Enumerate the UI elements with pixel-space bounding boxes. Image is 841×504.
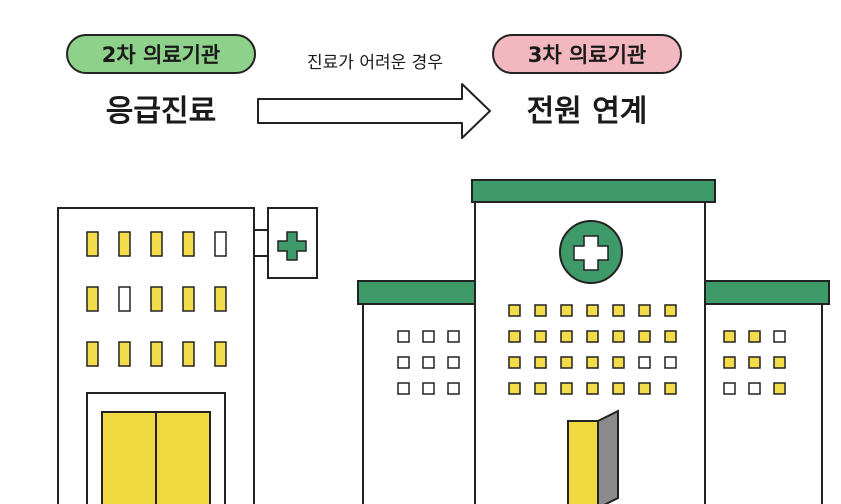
window (773, 382, 786, 395)
window (534, 330, 547, 343)
window (638, 382, 651, 395)
window (397, 356, 410, 369)
window (748, 330, 761, 343)
window (723, 356, 736, 369)
window (508, 382, 521, 395)
window (664, 356, 677, 369)
window (86, 286, 99, 312)
window (638, 304, 651, 317)
window (638, 330, 651, 343)
window (182, 231, 195, 257)
window (150, 231, 163, 257)
window (214, 341, 227, 367)
window (508, 356, 521, 369)
window (612, 382, 625, 395)
window (560, 382, 573, 395)
window (150, 341, 163, 367)
window (664, 330, 677, 343)
window (748, 382, 761, 395)
window (560, 356, 573, 369)
window (422, 356, 435, 369)
window (586, 356, 599, 369)
window (182, 341, 195, 367)
window (586, 330, 599, 343)
window (773, 330, 786, 343)
window (612, 304, 625, 317)
left-building-windows (86, 231, 227, 367)
secondary-hospital-badge: 2차 의료기관 (66, 34, 256, 74)
window (638, 356, 651, 369)
window (534, 304, 547, 317)
window (214, 231, 227, 257)
window (86, 231, 99, 257)
window (586, 382, 599, 395)
window (447, 382, 460, 395)
window (664, 304, 677, 317)
window (118, 341, 131, 367)
window (612, 356, 625, 369)
window (118, 231, 131, 257)
window (664, 382, 677, 395)
window (214, 286, 227, 312)
window (612, 330, 625, 343)
window (534, 382, 547, 395)
window (723, 330, 736, 343)
medical-cross-icon (559, 220, 623, 284)
window (773, 356, 786, 369)
window (86, 341, 99, 367)
window (118, 286, 131, 312)
right-building-windows (397, 304, 786, 395)
window (182, 286, 195, 312)
transfer-condition-label: 진료가 어려운 경우 (307, 53, 443, 73)
window (748, 356, 761, 369)
window (397, 382, 410, 395)
window (447, 356, 460, 369)
transfer-link-label: 전원 연계 (526, 94, 648, 129)
window (534, 356, 547, 369)
window (508, 304, 521, 317)
window (723, 382, 736, 395)
window (397, 330, 410, 343)
window (422, 382, 435, 395)
transfer-arrow-icon (257, 83, 491, 139)
window (560, 304, 573, 317)
window (586, 304, 599, 317)
window (422, 330, 435, 343)
window (150, 286, 163, 312)
window (560, 330, 573, 343)
medical-cross-icon (277, 231, 307, 261)
window (508, 330, 521, 343)
tertiary-hospital-badge: 3차 의료기관 (492, 34, 682, 74)
window (447, 330, 460, 343)
emergency-care-label: 응급진료 (105, 94, 217, 129)
